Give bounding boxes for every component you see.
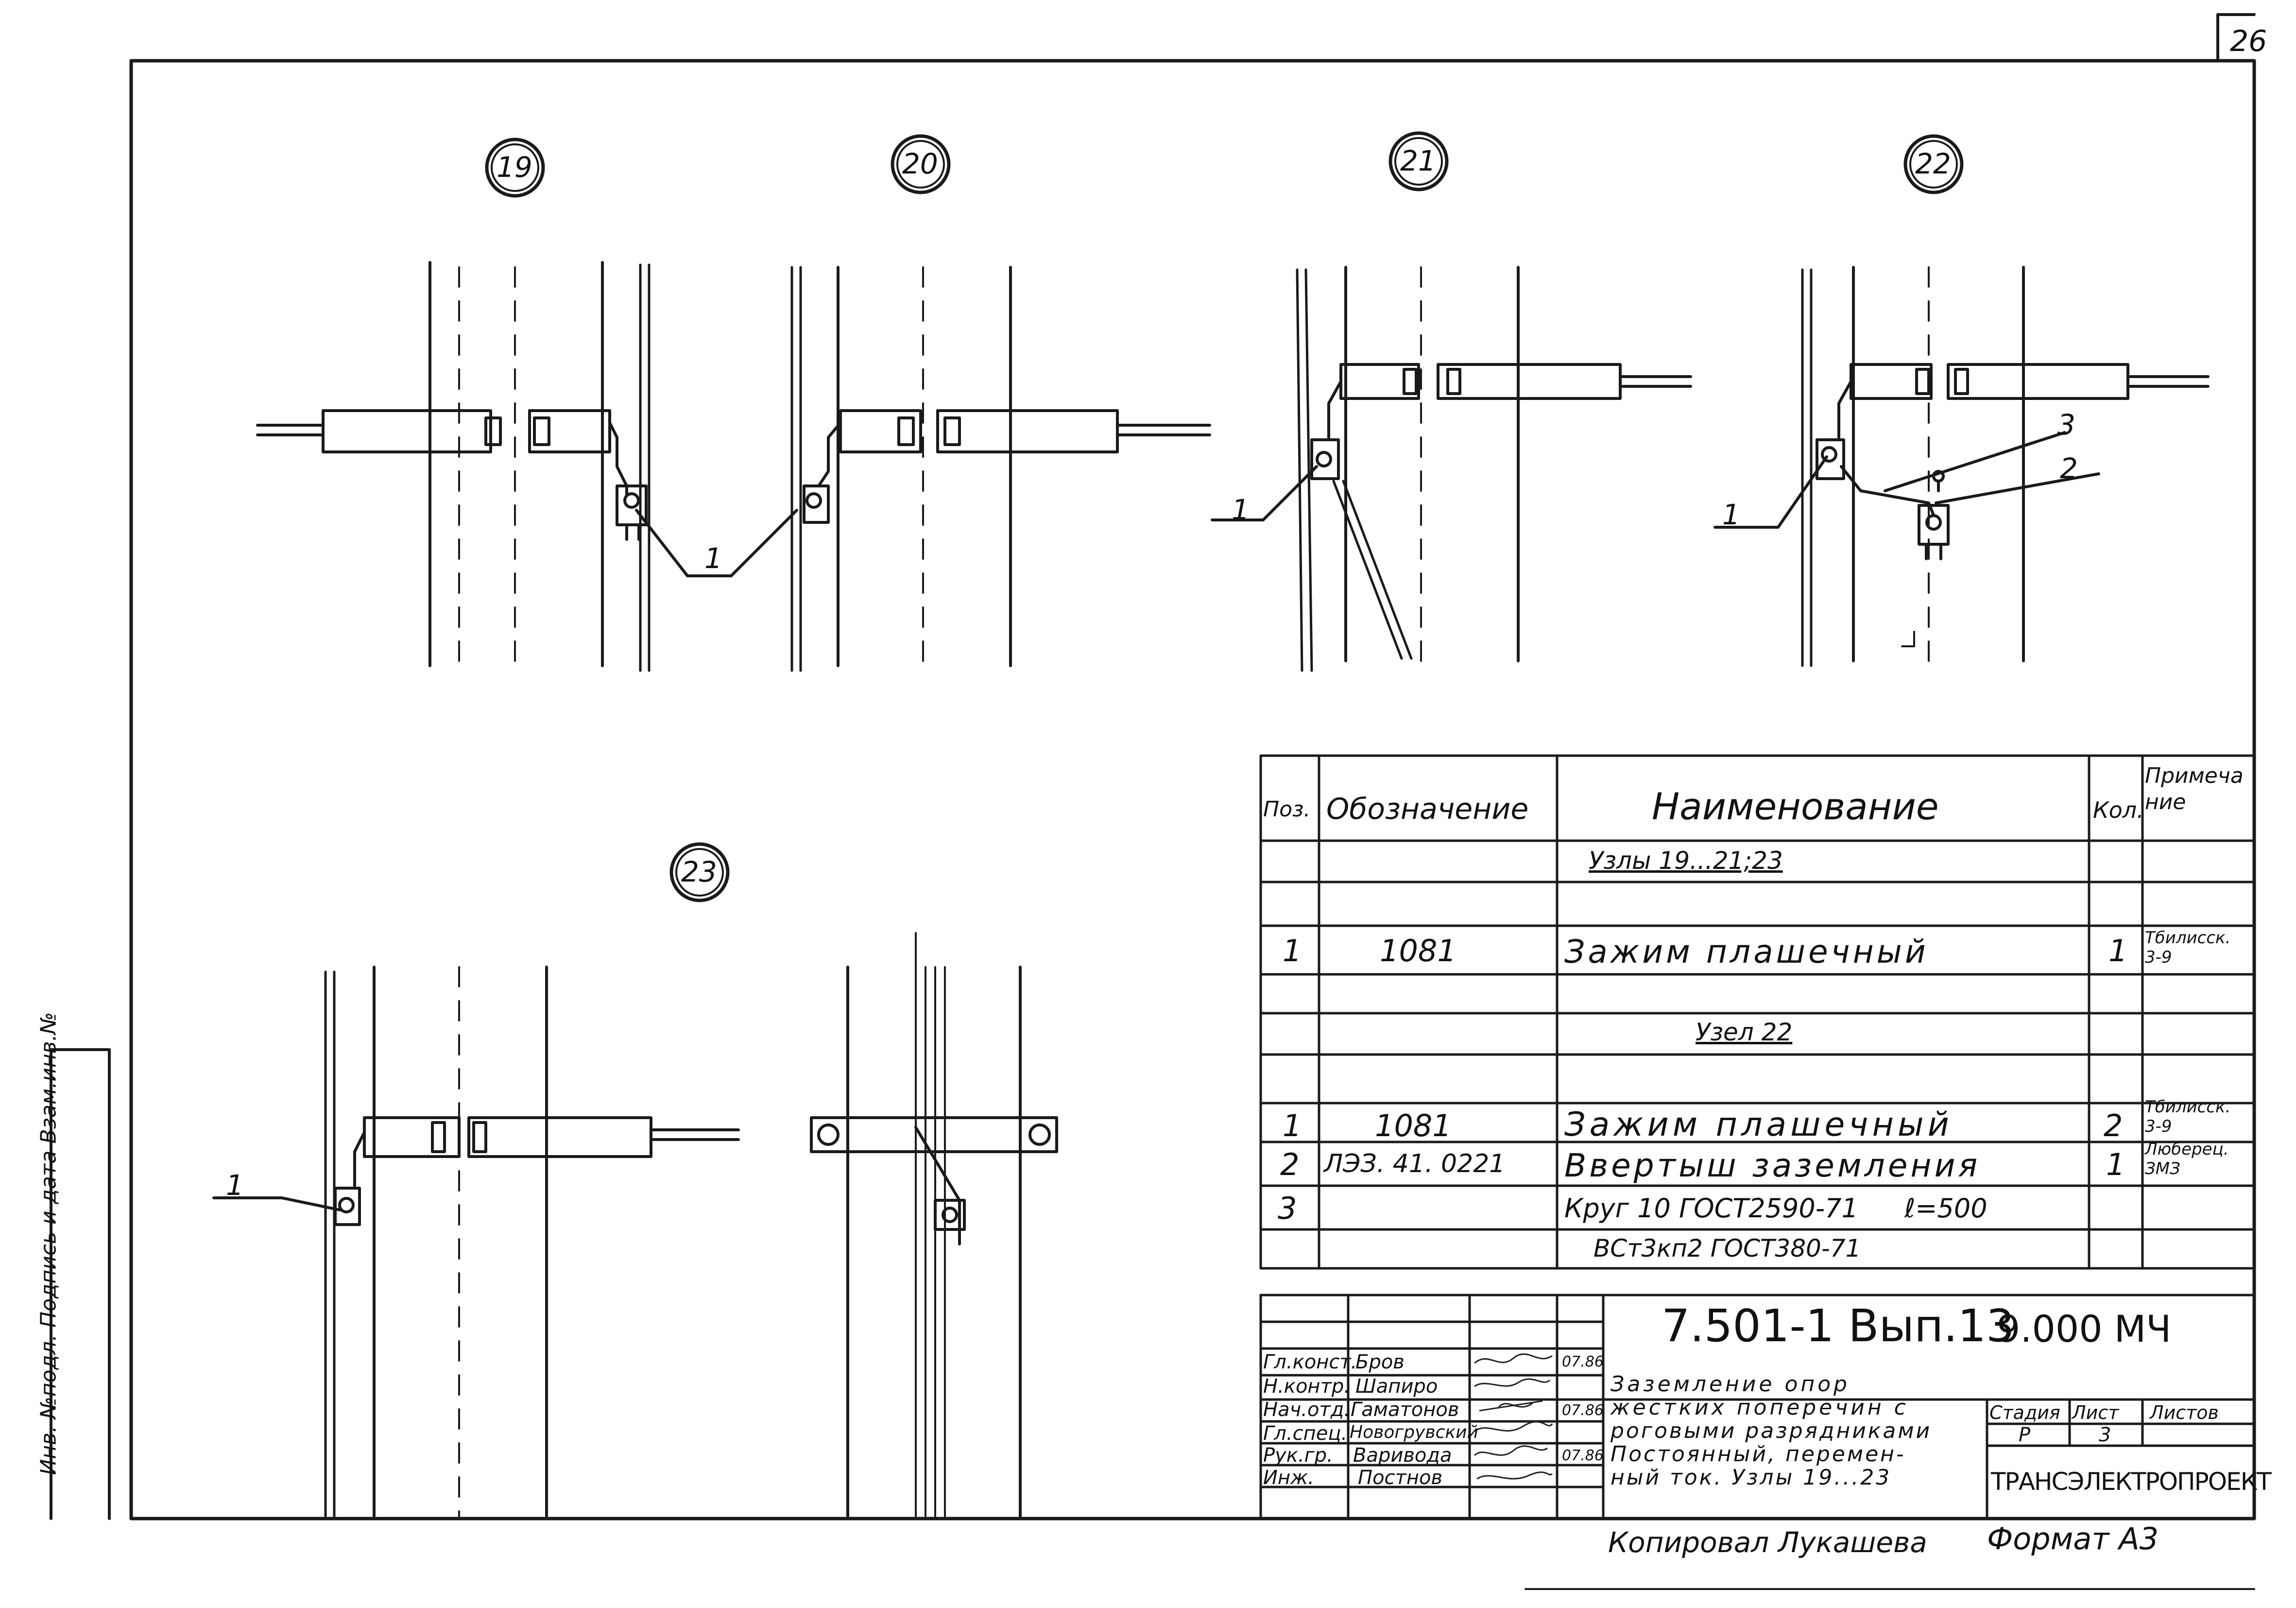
- title-line-1: Заземление опор: [1611, 1372, 1850, 1397]
- spec-group-1: Узлы 19...21;23: [1589, 847, 1783, 875]
- organization-name: ТРАНСЭЛЕКТРОПРОЕКТ: [1991, 1468, 2272, 1496]
- stage-label: Стадия: [1989, 1402, 2060, 1423]
- spec-table-grid: [1259, 754, 2256, 1270]
- leader-label-21: 1: [1232, 493, 1250, 526]
- leader-label-22-3: 3: [2057, 408, 2075, 441]
- spec-row-4-name-extra: ℓ=500: [1904, 1193, 1988, 1224]
- spec-row-2-qty: 2: [2104, 1108, 2123, 1143]
- sheets-label: Листов: [2150, 1402, 2219, 1423]
- staff-name-3: Гаматонов: [1351, 1399, 1459, 1421]
- spec-row-3-qty: 1: [2106, 1147, 2125, 1182]
- spec-row-2-note: Тбилисск. 3-9: [2145, 1097, 2231, 1136]
- staff-date-5: 07.86: [1562, 1447, 1604, 1464]
- detail-number-21: 21: [1400, 144, 1436, 177]
- title-line-2: жестких поперечин с: [1611, 1395, 1909, 1420]
- spec-header-qty: Кол.: [2093, 797, 2144, 823]
- spec-group-2: Узел 22: [1696, 1018, 1793, 1046]
- title-mark: 9.000 МЧ: [1997, 1307, 2172, 1350]
- staff-name-5: Варивода: [1353, 1444, 1452, 1467]
- staff-name-1: Бров: [1355, 1351, 1405, 1373]
- sheet-frame: [50, 13, 2256, 1590]
- staff-role-2: Н.контр.: [1263, 1375, 1350, 1398]
- spec-row-4-name-line2: ВСт3кп2 ГОСТ380-71: [1593, 1234, 1861, 1262]
- leader-label-23: 1: [226, 1169, 244, 1202]
- leader-label-19-20: 1: [704, 542, 722, 575]
- spec-row-3-pos: 2: [1280, 1147, 1300, 1182]
- leader-label-22-1: 1: [1722, 498, 1740, 531]
- detail-21-drawing: [1211, 131, 1692, 672]
- spec-row-1-designation: 1081: [1380, 933, 1456, 968]
- title-text: Заземление опор жестких поперечин с рого…: [1611, 1373, 1932, 1489]
- title-code: 7.501-1 Вып.13: [1662, 1300, 2015, 1352]
- detail-22-drawing: [1713, 134, 2210, 667]
- staff-name-4: Новогрувский: [1350, 1422, 1478, 1442]
- sheet-format: Формат А3: [1987, 1521, 2159, 1556]
- leader-label-22-2: 2: [2060, 452, 2078, 485]
- staff-role-5: Рук.гр.: [1263, 1444, 1333, 1467]
- spec-row-2-pos: 1: [1283, 1108, 1302, 1143]
- signature-marks: [1474, 1353, 1553, 1480]
- spec-row-3-note: Люберец. ЗМЗ: [2145, 1140, 2229, 1178]
- spec-row-1-qty: 1: [2108, 933, 2128, 968]
- spec-row-4-pos: 3: [1278, 1191, 1297, 1226]
- spec-row-2-designation: 1081: [1375, 1108, 1452, 1143]
- sheet-number: 26: [2230, 24, 2267, 58]
- stage-value: Р: [2019, 1424, 2031, 1446]
- staff-role-6: Инж.: [1263, 1467, 1314, 1489]
- title-line-4: Постоянный, перемен-: [1611, 1442, 1906, 1467]
- detail-number-19: 19: [497, 151, 532, 184]
- detail-number-22: 22: [1915, 147, 1951, 180]
- spec-row-1-note: Тбилисск. 3-9: [2145, 928, 2231, 967]
- title-block-grid: [1259, 1294, 2256, 1520]
- staff-name-2: Шапиро: [1355, 1375, 1438, 1398]
- spec-header-designation: Обозначение: [1326, 792, 1529, 826]
- staff-role-1: Гл.конст.: [1263, 1351, 1357, 1373]
- spec-row-3-designation: ЛЭЗ. 41. 0221: [1324, 1149, 1506, 1178]
- spec-row-1-pos: 1: [1283, 933, 1302, 968]
- detail-23-drawing: [212, 842, 1058, 1518]
- detail-number-20: 20: [902, 147, 938, 180]
- sheet-value: 3: [2099, 1424, 2111, 1446]
- title-line-5: ный ток. Узлы 19...23: [1611, 1465, 1892, 1490]
- spec-row-4-name: Круг 10 ГОСТ2590-71: [1564, 1193, 1858, 1224]
- detail-number-23: 23: [681, 855, 717, 888]
- sheet-label: Лист: [2072, 1402, 2119, 1423]
- spec-row-3-name: Ввертыш заземления: [1564, 1147, 1981, 1184]
- detail-20-drawing: [790, 134, 1211, 672]
- staff-role-4: Гл.спец.: [1263, 1422, 1348, 1445]
- detail-19-drawing: [256, 138, 798, 672]
- side-strip-label: Инв. №подл. Подпись и дата Взам.инв.№: [36, 1012, 61, 1475]
- staff-date-3: 07.86: [1562, 1402, 1604, 1419]
- spec-row-2-name: Зажим плашечный: [1564, 1106, 1953, 1144]
- staff-role-3: Нач.отд.: [1263, 1399, 1351, 1421]
- staff-name-6: Постнов: [1358, 1467, 1443, 1489]
- spec-header-pos: Поз.: [1263, 797, 1311, 822]
- spec-row-1-name: Зажим плашечный: [1564, 933, 1929, 970]
- copied-by: Копировал Лукашева: [1608, 1526, 1927, 1559]
- staff-date-1: 07.86: [1562, 1353, 1604, 1370]
- spec-header-note: Примечание: [2145, 763, 2244, 814]
- title-line-3: роговыми разрядниками: [1611, 1418, 1932, 1443]
- spec-header-name: Наименование: [1652, 785, 1939, 828]
